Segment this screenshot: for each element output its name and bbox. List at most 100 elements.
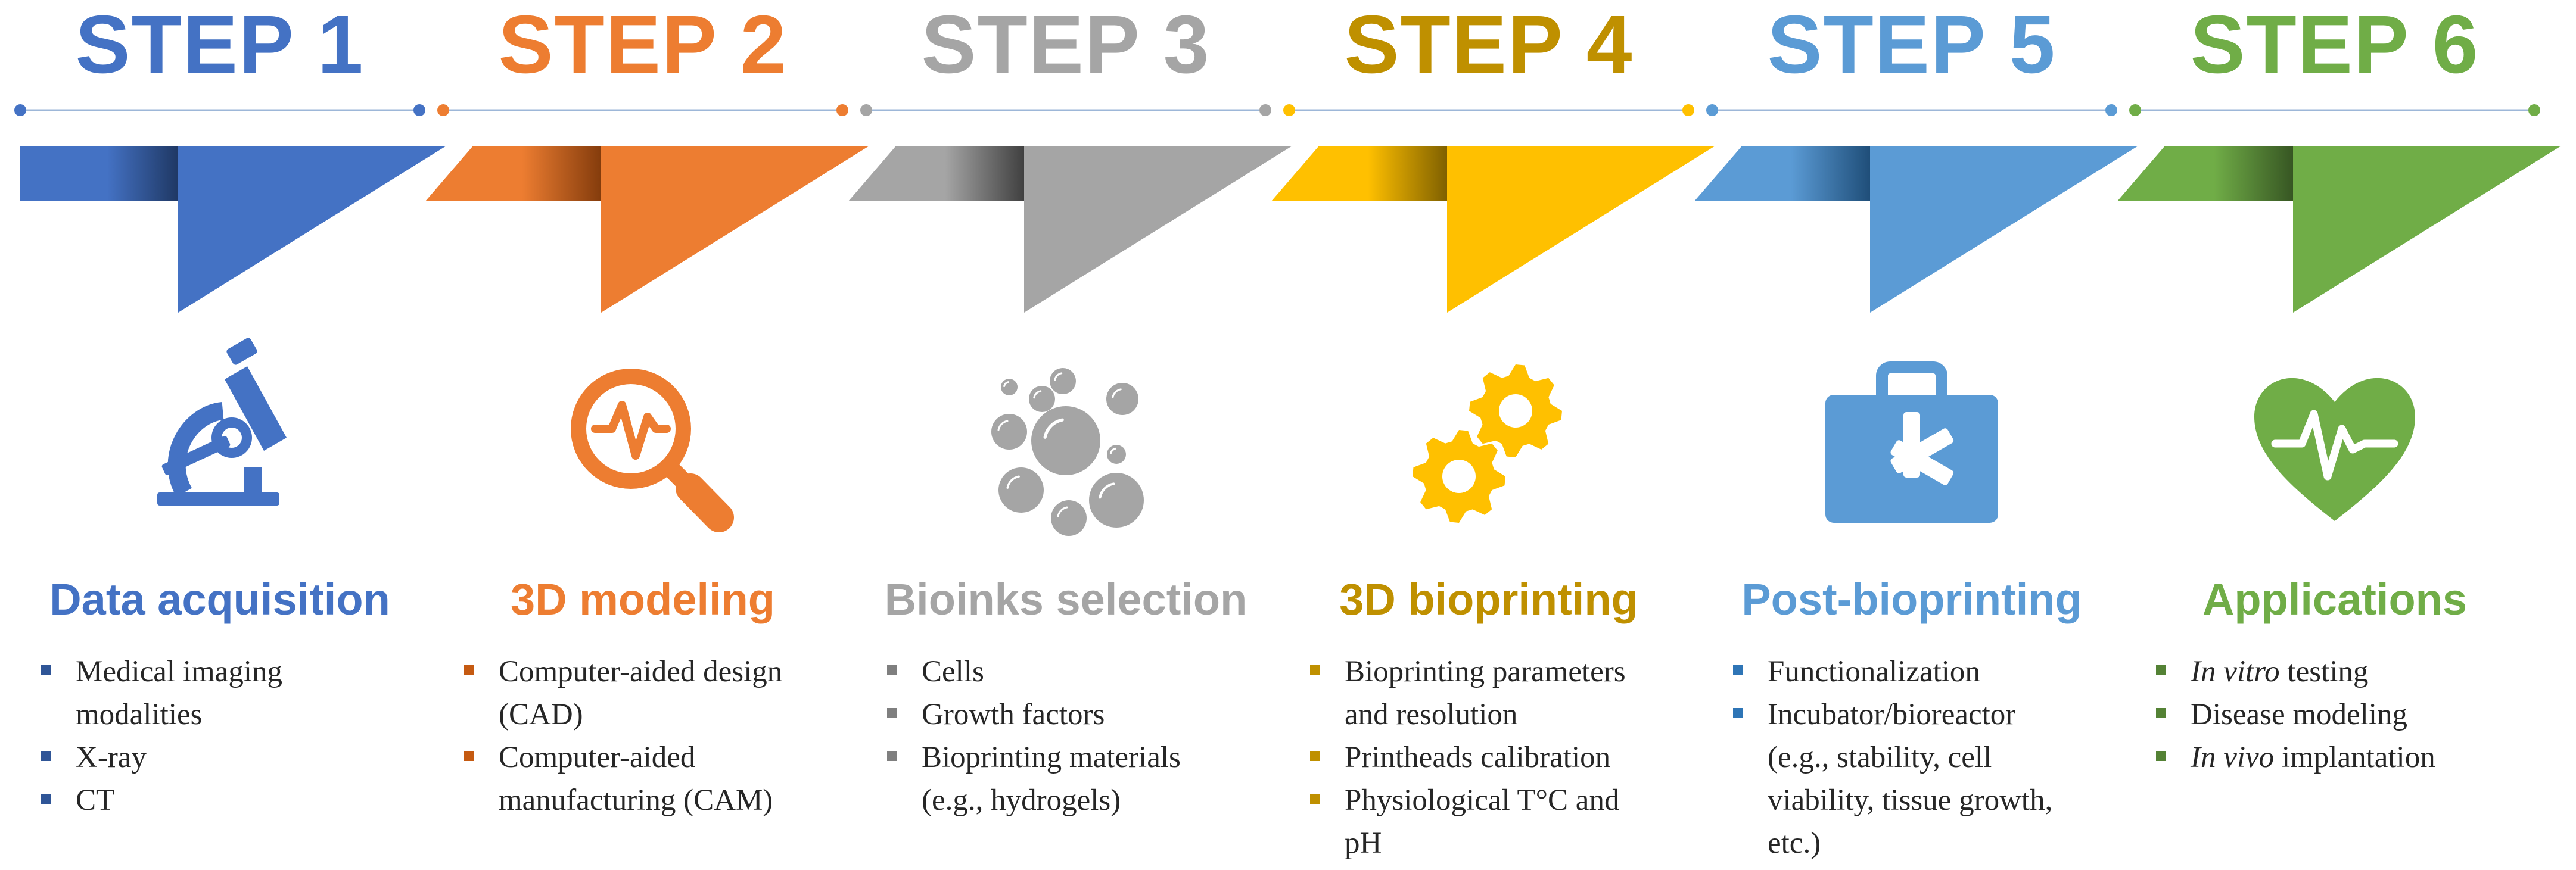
timeline-dot xyxy=(2105,104,2117,116)
step-6-heading: Applications xyxy=(2202,575,2468,624)
bullet-icon xyxy=(41,751,51,761)
list-item-italic-text: In vitro xyxy=(2191,655,2280,688)
bullet-icon xyxy=(2156,665,2166,675)
ribbon-band xyxy=(20,146,178,201)
list-item: Medical imaging modalities xyxy=(41,650,375,736)
microscope-icon xyxy=(157,338,287,506)
list-item-text: Medical imaging modalities xyxy=(76,655,282,731)
ribbon-band xyxy=(1694,146,1870,201)
timeline-dot xyxy=(1259,104,1271,116)
step-5-title: STEP 5 xyxy=(1767,0,2057,91)
list-item: Functionalization xyxy=(1733,650,2067,693)
ribbon-band xyxy=(848,146,1024,201)
list-item-text: X-ray xyxy=(76,741,147,774)
step-1-graphics xyxy=(14,104,446,506)
list-item: Disease modeling xyxy=(2156,693,2490,736)
ribbon-band xyxy=(2117,146,2293,201)
ribbon-flag xyxy=(2293,146,2561,313)
step-3-title: STEP 3 xyxy=(921,0,1211,91)
list-item-text: Bioprinting parameters and resolution xyxy=(1345,655,1626,731)
ribbon-flag xyxy=(1870,146,2138,313)
list-item-text: Disease modeling xyxy=(2191,698,2407,731)
list-item-text: Physiological T°C and pH xyxy=(1345,784,1620,860)
list-item: Incubator/bioreactor (e.g., stability, c… xyxy=(1733,693,2067,865)
step-2-title: STEP 2 xyxy=(498,0,788,91)
step-1-title: STEP 1 xyxy=(75,0,365,91)
bullet-icon xyxy=(887,751,897,761)
list-item: X-ray xyxy=(41,736,375,779)
list-item: Computer-aided design (CAD) xyxy=(464,650,798,736)
list-item: Physiological T°C and pH xyxy=(1310,779,1644,865)
step-5-graphics xyxy=(1694,104,2138,523)
list-item-italic-text: In vivo xyxy=(2191,741,2275,774)
step-2-graphics xyxy=(425,104,869,532)
list-item: In vivo implantation xyxy=(2156,736,2490,779)
medical-kit-icon xyxy=(1825,361,1998,523)
list-item-text: Computer-aided design (CAD) xyxy=(499,655,783,731)
timeline-dot xyxy=(836,104,848,116)
timeline-dot xyxy=(860,104,872,116)
bullet-icon xyxy=(1310,665,1320,675)
ribbon-band xyxy=(425,146,601,201)
list-item: Printheads calibration xyxy=(1310,736,1644,779)
timeline-dot xyxy=(1706,104,1718,116)
bullet-icon xyxy=(464,751,474,761)
bullet-icon xyxy=(1733,708,1743,718)
bullet-icon xyxy=(2156,751,2166,761)
timeline-dot xyxy=(1682,104,1694,116)
bullet-icon xyxy=(1310,794,1320,804)
timeline-dot xyxy=(2528,104,2540,116)
timeline-dot xyxy=(437,104,449,116)
step-4-heading: 3D bioprinting xyxy=(1339,575,1638,624)
bullet-icon xyxy=(2156,708,2166,718)
ribbon-flag xyxy=(178,146,446,313)
list-item-text: Computer-aided manufacturing (CAM) xyxy=(499,741,773,817)
list-item-text: Bioprinting materials (e.g., hydrogels) xyxy=(922,741,1181,817)
bullet-icon xyxy=(41,794,51,804)
step-4-title: STEP 4 xyxy=(1344,0,1634,91)
step-4-graphics xyxy=(1271,104,1715,523)
bubbles-icon xyxy=(991,368,1144,536)
list-item-text: Printheads calibration xyxy=(1345,741,1611,774)
timeline-dot xyxy=(413,104,425,116)
list-item: Computer-aided manufacturing (CAM) xyxy=(464,736,798,822)
list-item-text: Functionalization xyxy=(1768,655,1980,688)
list-item: Bioprinting parameters and resolution xyxy=(1310,650,1644,736)
list-item-text: Cells xyxy=(922,655,984,688)
step-5-heading: Post-bioprinting xyxy=(1741,575,2082,624)
bullet-icon xyxy=(464,665,474,675)
list-item-text: Growth factors xyxy=(922,698,1105,731)
list-item: Cells xyxy=(887,650,1221,693)
list-item: In vitro testing xyxy=(2156,650,2490,693)
list-item: Bioprinting materials (e.g., hydrogels) xyxy=(887,736,1221,822)
list-item: CT xyxy=(41,779,375,822)
bullet-icon xyxy=(1310,751,1320,761)
bullet-icon xyxy=(41,665,51,675)
ribbon-flag xyxy=(1447,146,1715,313)
step-2-heading: 3D modeling xyxy=(510,575,776,624)
step-3-graphics xyxy=(848,104,1292,536)
ribbon-band xyxy=(1271,146,1447,201)
step-6-graphics xyxy=(2117,104,2561,521)
step-2-list: Computer-aided design (CAD) Computer-aide… xyxy=(464,650,798,822)
heart-pulse-icon xyxy=(2254,378,2415,521)
timeline-dot xyxy=(1283,104,1295,116)
ribbon-flag xyxy=(601,146,869,313)
list-item-text: implantation xyxy=(2274,741,2435,774)
list-item-text: Incubator/bioreactor (e.g., stability, c… xyxy=(1768,698,2053,860)
list-item-text: testing xyxy=(2279,655,2369,688)
bullet-icon xyxy=(887,708,897,718)
gears-icon xyxy=(1413,364,1562,523)
timeline-dot xyxy=(2129,104,2141,116)
step-1-heading: Data acquisition xyxy=(49,575,390,624)
bullet-icon xyxy=(887,665,897,675)
step-3-heading: Bioinks selection xyxy=(884,575,1247,624)
bullet-icon xyxy=(1733,665,1743,675)
list-item-text: CT xyxy=(76,784,115,817)
step-6-title: STEP 6 xyxy=(2190,0,2479,91)
